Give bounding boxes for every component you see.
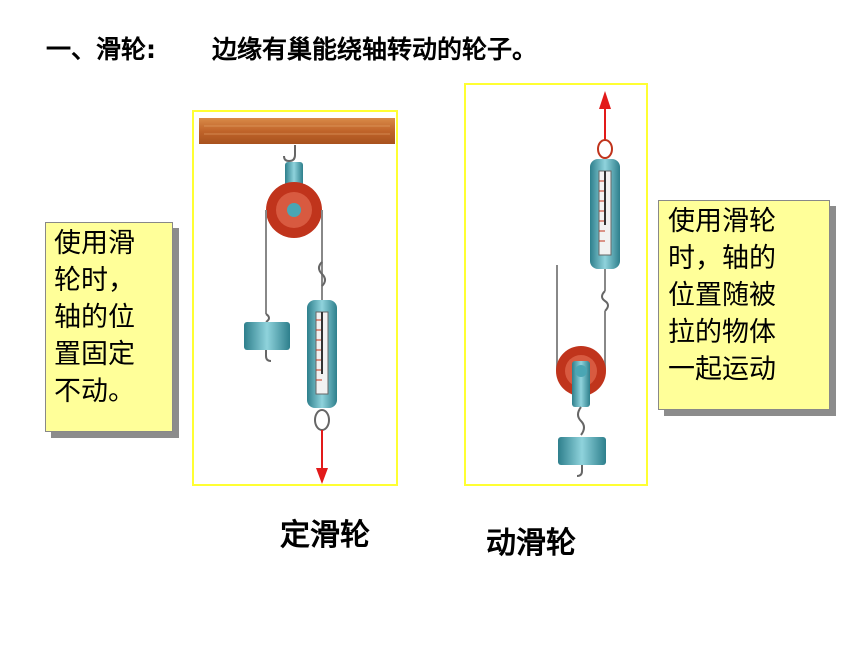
movable-pulley-figure — [464, 83, 648, 486]
weight-block — [558, 437, 606, 465]
heading-definition: 边缘有巢能绕轴转动的轮子。 — [212, 35, 538, 64]
note-line: 轮时， — [54, 265, 135, 296]
movable-pulley-note: 使用滑轮 时，轴的 位置随被 拉的物体 一起运动 — [658, 200, 830, 410]
note-line: 拉的物体 — [668, 317, 776, 348]
fixed-pulley-caption: 定滑轮 — [280, 518, 370, 553]
note-line: 置固定 — [54, 339, 135, 370]
fixed-pulley-figure — [192, 110, 398, 486]
note-line: 使用滑 — [54, 228, 135, 259]
note-line: 一起运动 — [668, 354, 776, 385]
heading-title: 一、滑轮: — [46, 35, 156, 64]
movable-pulley-caption: 动滑轮 — [486, 526, 576, 561]
weight-block — [244, 322, 290, 350]
fixed-pulley-note: 使用滑 轮时， 轴的位 置固定 不动。 — [45, 222, 173, 432]
note-line: 位置随被 — [668, 280, 776, 311]
note-line: 使用滑轮 — [668, 206, 776, 237]
hook-icon — [601, 290, 609, 312]
wood-beam — [199, 118, 395, 144]
note-line: 轴的位 — [54, 302, 135, 333]
note-line: 时，轴的 — [668, 243, 776, 274]
note-line: 不动。 — [54, 376, 135, 407]
weight-hook-icon — [265, 313, 270, 323]
arrow-up-icon — [599, 91, 611, 109]
slide-heading: 一、滑轮: 边缘有巢能绕轴转动的轮子。 — [46, 30, 537, 66]
arrow-down-icon — [316, 468, 328, 484]
hook-icon — [283, 145, 296, 163]
